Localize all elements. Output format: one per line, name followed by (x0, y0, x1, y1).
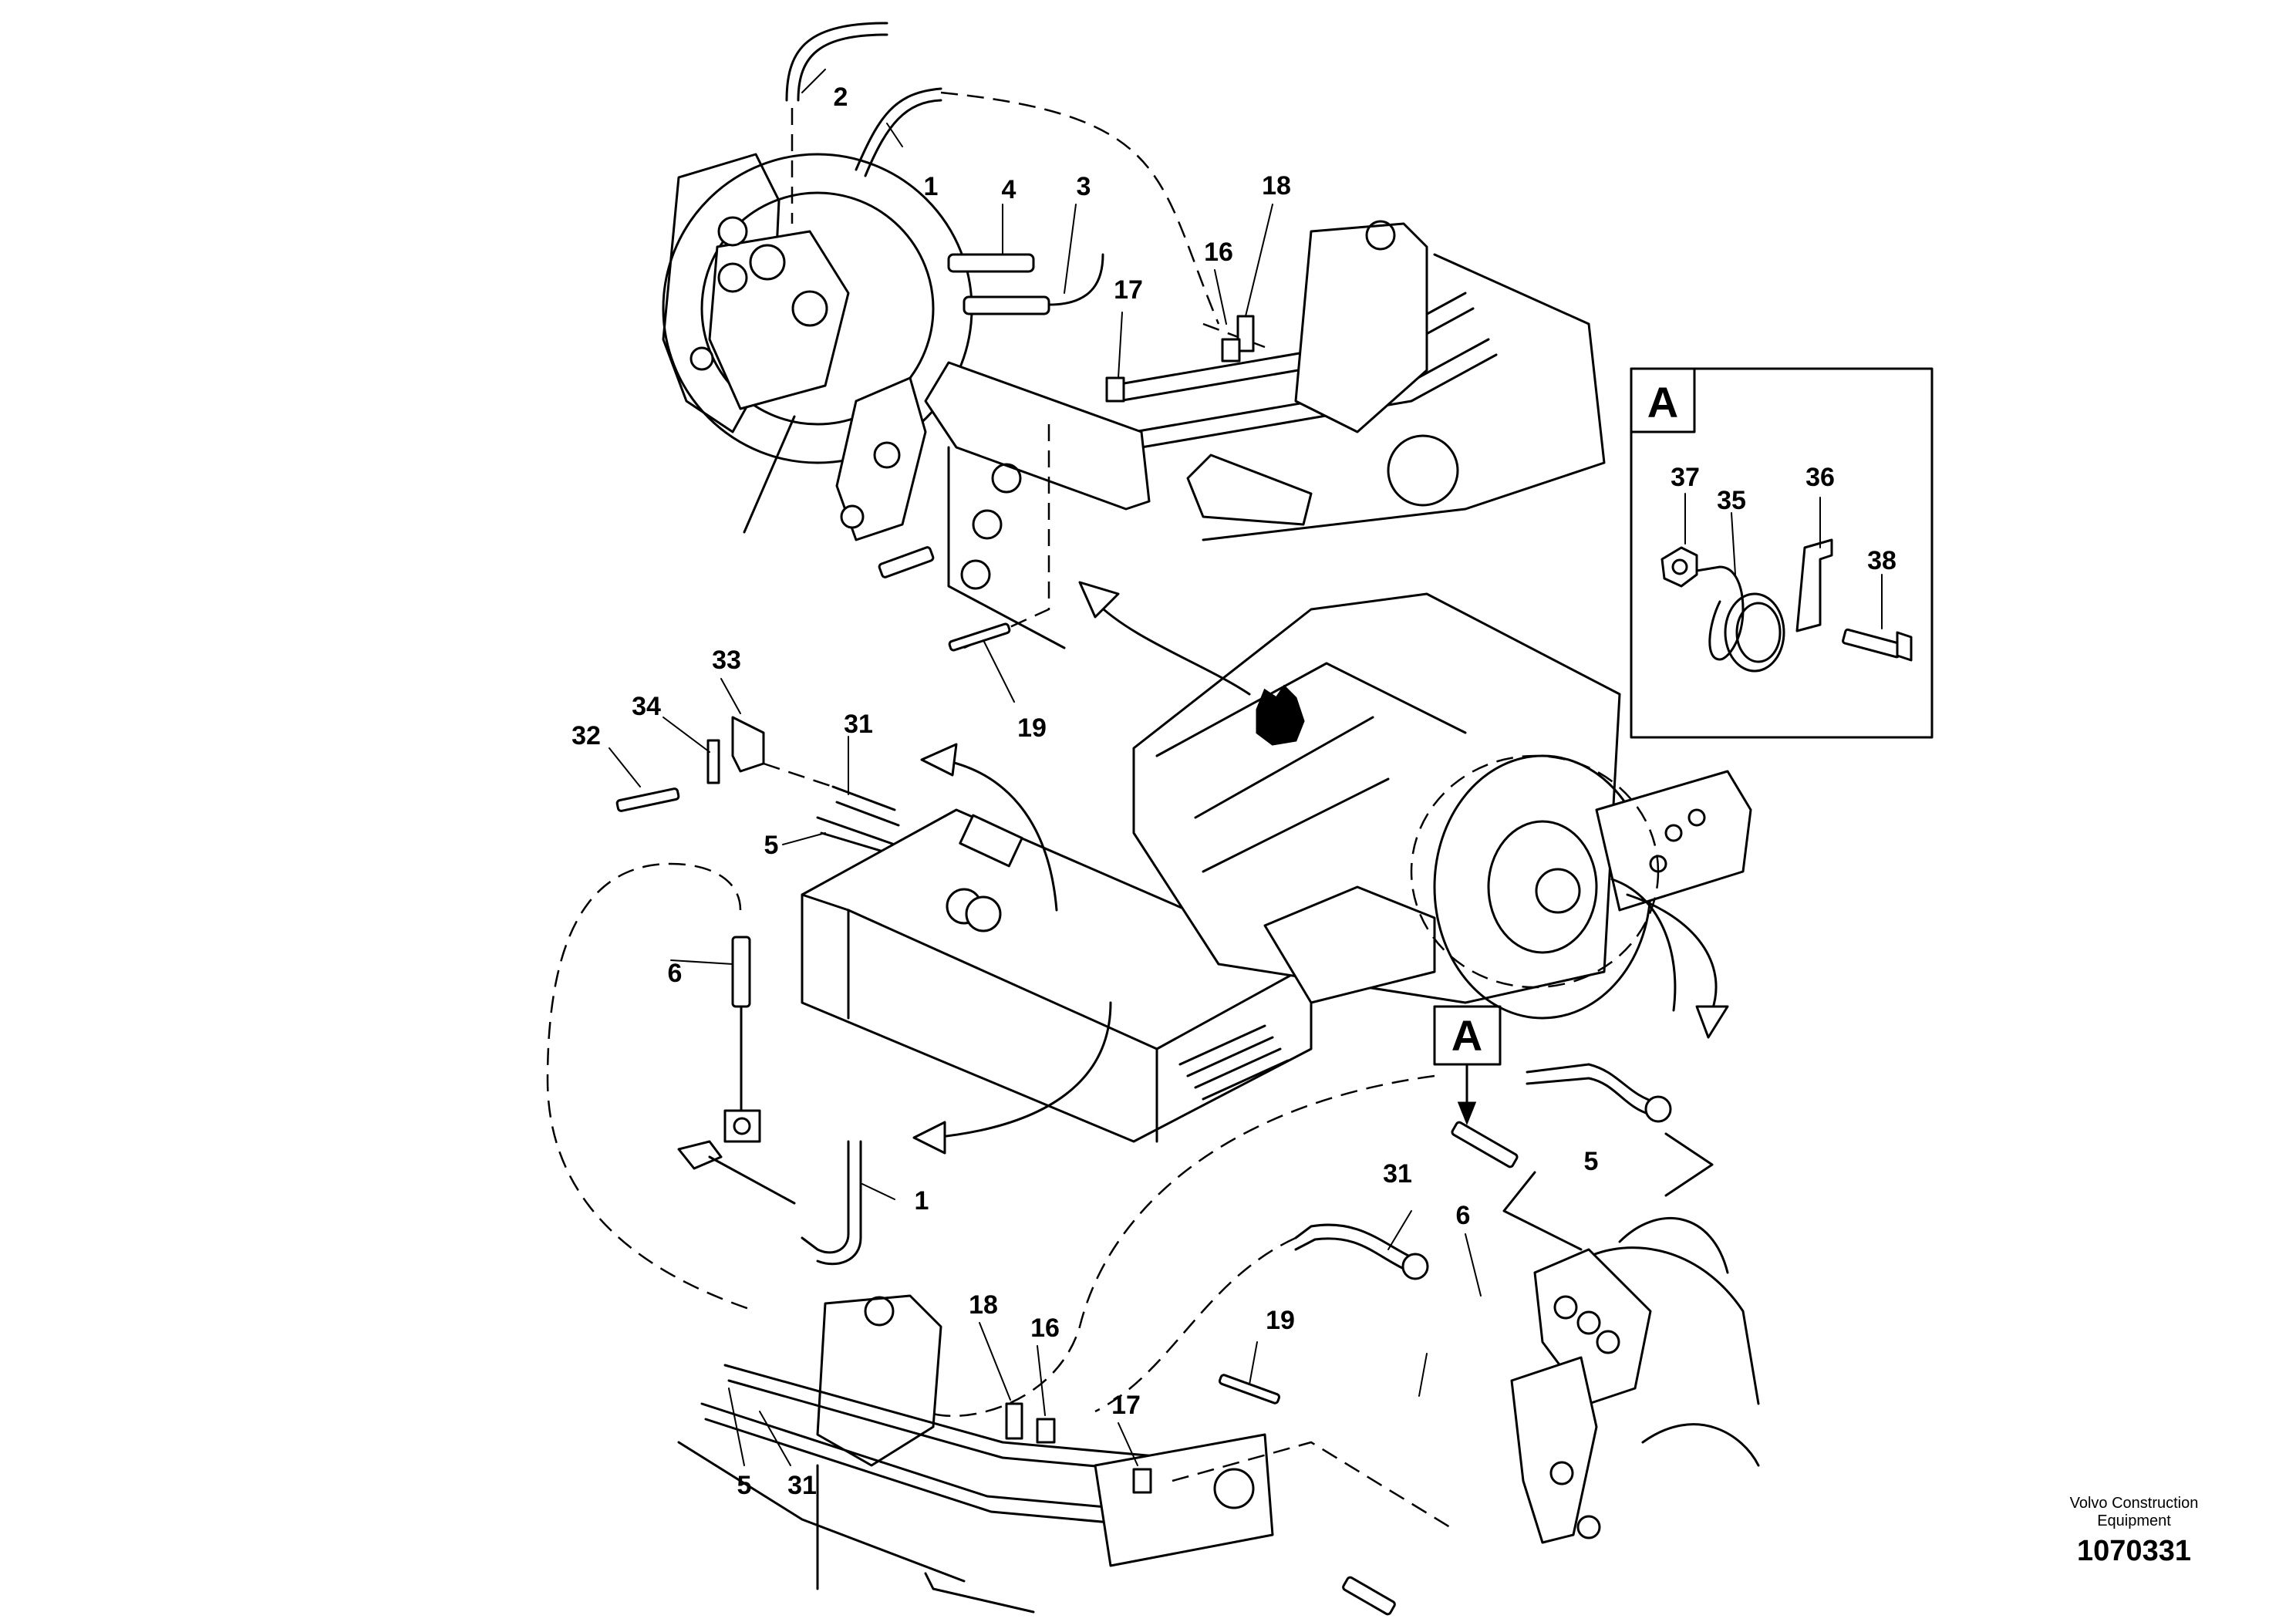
detail-a-marker: A (1451, 1011, 1482, 1060)
callout-2: 2 (834, 83, 848, 112)
callout-33: 33 (712, 646, 741, 675)
callout-16: 16 (1204, 238, 1233, 267)
footer-block: Volvo Construction Equipment 1070331 (2034, 1495, 2234, 1568)
brand-line-2: Equipment (2097, 1512, 2171, 1529)
bottom-chassis-assembly (677, 1294, 1451, 1616)
callout-32: 32 (571, 721, 601, 750)
callout-labels: 2 1 4 3 18 16 17 19 33 34 31 32 5 6 1 5 … (571, 83, 1896, 1500)
callout-16-bottom: 16 (1030, 1313, 1060, 1343)
machine-frame-and-drum (801, 581, 1752, 1155)
callout-19: 19 (1017, 713, 1047, 743)
detail-a-inset (1630, 367, 1934, 739)
callout-6-right: 6 (1456, 1201, 1471, 1230)
detail-a-frame (1630, 367, 1934, 739)
callout-6: 6 (668, 959, 683, 988)
detail-a-letter-box (1630, 367, 1696, 433)
callout-36: 36 (1805, 463, 1835, 492)
callout-19-bottom: 19 (1266, 1306, 1295, 1335)
drawing-number: 1070331 (2077, 1535, 2191, 1567)
callout-31: 31 (844, 710, 873, 739)
callout-17-bottom: 17 (1111, 1391, 1141, 1420)
callout-18: 18 (1262, 171, 1291, 201)
top-drum-motor-assembly (662, 22, 1606, 703)
callout-1-lower: 1 (915, 1186, 929, 1216)
callout-31-bottom: 31 (787, 1471, 817, 1500)
detail-a-label: A (1647, 378, 1678, 427)
left-hose-routing (546, 862, 895, 1313)
brand-line-1: Volvo Construction (2069, 1495, 2199, 1512)
callout-37: 37 (1671, 463, 1700, 492)
right-hose-routing (925, 1005, 1760, 1544)
callout-1: 1 (924, 172, 939, 201)
callout-38: 38 (1867, 546, 1896, 575)
callout-31-right: 31 (1383, 1159, 1412, 1189)
callout-18-bottom: 18 (969, 1290, 998, 1320)
callout-17: 17 (1114, 275, 1143, 305)
callout-34: 34 (632, 692, 661, 721)
middle-clamp-parts (609, 678, 900, 858)
callout-35: 35 (1717, 486, 1746, 515)
callout-5-bottom: 5 (737, 1471, 752, 1500)
callout-3: 3 (1077, 172, 1091, 201)
callout-5: 5 (764, 831, 779, 860)
callout-5-right: 5 (1584, 1147, 1599, 1176)
callout-4: 4 (1002, 175, 1017, 204)
